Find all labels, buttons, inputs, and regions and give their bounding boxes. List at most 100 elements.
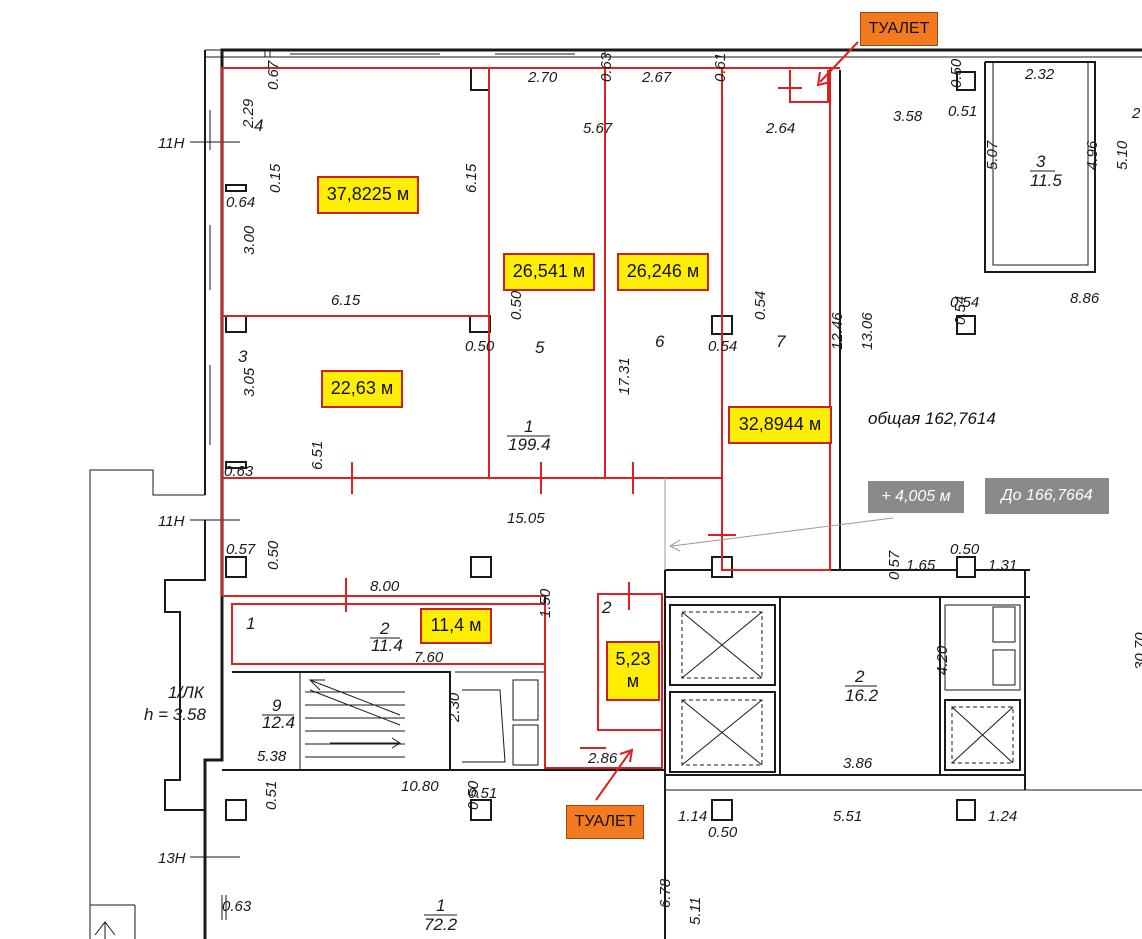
svg-text:0.50: 0.50 (465, 338, 495, 355)
svg-text:5.07: 5.07 (984, 140, 1001, 170)
svg-text:0.51: 0.51 (948, 103, 977, 120)
svg-text:3.05: 3.05 (241, 367, 258, 397)
svg-text:7: 7 (776, 332, 786, 351)
svg-text:2: 2 (601, 598, 612, 617)
dimensions: 0.67 2.29 0.15 0.64 3.00 6.15 6.15 2.70 … (222, 52, 1142, 925)
svg-text:0.63: 0.63 (224, 463, 254, 480)
axis-labels: 11Н 11Н 13Н 1/ЛК h = 3.58 (144, 135, 206, 867)
svg-text:8.86: 8.86 (1070, 290, 1100, 307)
svg-text:5: 5 (535, 338, 545, 357)
area-label-room-4: 37,8225 м (317, 176, 419, 214)
area-fractions: 1 199.4 2 11.4 3 11.5 9 12.4 2 16.2 1 72… (262, 152, 1062, 934)
svg-text:0.51: 0.51 (263, 781, 280, 810)
svg-text:2.86: 2.86 (587, 750, 618, 767)
svg-text:6.15: 6.15 (463, 163, 480, 193)
svg-text:0.50: 0.50 (708, 824, 738, 841)
svg-text:1.24: 1.24 (988, 808, 1017, 825)
svg-text:1: 1 (246, 614, 255, 633)
svg-text:3.86: 3.86 (843, 755, 873, 772)
svg-text:72.2: 72.2 (424, 915, 458, 934)
area-label-room-6: 26,246 м (617, 253, 709, 291)
svg-text:h = 3.58: h = 3.58 (144, 705, 206, 724)
svg-text:3.00: 3.00 (241, 225, 258, 255)
toilet-label-top: ТУАЛЕТ (860, 12, 938, 46)
svg-text:0.50: 0.50 (948, 58, 965, 88)
svg-text:8.00: 8.00 (370, 578, 400, 595)
svg-text:1.65: 1.65 (906, 557, 936, 574)
svg-text:12.46: 12.46 (829, 312, 846, 350)
room-numbers: 4 3 5 6 7 1 2 (238, 116, 786, 633)
svg-text:6.51: 6.51 (309, 441, 326, 470)
svg-text:5.51: 5.51 (833, 808, 862, 825)
svg-text:1.14: 1.14 (678, 808, 707, 825)
svg-text:2.30: 2.30 (446, 692, 463, 723)
svg-text:2.29: 2.29 (240, 98, 257, 129)
svg-text:0.57: 0.57 (226, 541, 256, 558)
svg-text:4: 4 (254, 116, 263, 135)
svg-text:2: 2 (1131, 105, 1141, 122)
svg-text:7.60: 7.60 (414, 649, 444, 666)
svg-text:2.67: 2.67 (641, 69, 672, 86)
svg-text:15.05: 15.05 (507, 510, 545, 527)
svg-text:11Н: 11Н (158, 513, 185, 530)
svg-text:11.4: 11.4 (371, 636, 403, 655)
building-walls (89, 48, 1142, 939)
svg-text:4.20: 4.20 (934, 645, 951, 675)
area-label-room-2: 5,23 м (606, 641, 660, 701)
svg-text:4.96: 4.96 (1084, 140, 1101, 170)
svg-text:17.31: 17.31 (616, 357, 633, 395)
svg-text:30.70: 30.70 (1132, 632, 1142, 670)
svg-text:2.64: 2.64 (765, 120, 795, 137)
area-label-room-7: 32,8944 м (728, 406, 832, 444)
svg-text:0.54: 0.54 (708, 338, 737, 355)
total-area-text: общая 162,7614 (868, 408, 996, 428)
svg-text:13Н: 13Н (158, 850, 186, 867)
svg-text:2.70: 2.70 (527, 69, 558, 86)
svg-text:5.11: 5.11 (687, 897, 704, 925)
svg-text:0.51: 0.51 (468, 785, 497, 802)
svg-text:1.31: 1.31 (988, 557, 1017, 574)
svg-text:3: 3 (238, 347, 248, 366)
svg-text:1.50: 1.50 (537, 588, 554, 618)
svg-text:0.64: 0.64 (226, 194, 255, 211)
area-label-room-5: 26,541 м (503, 253, 595, 291)
svg-text:12.4: 12.4 (262, 713, 295, 732)
svg-text:2: 2 (854, 667, 865, 686)
svg-text:5.38: 5.38 (257, 748, 287, 765)
upto-area-badge: До 166,7664 (985, 478, 1109, 514)
svg-text:6.15: 6.15 (331, 292, 361, 309)
svg-text:9: 9 (272, 696, 282, 715)
svg-text:0.50: 0.50 (465, 780, 482, 810)
svg-text:199.4: 199.4 (508, 435, 551, 454)
svg-text:0.54: 0.54 (950, 294, 979, 311)
staircase (305, 679, 405, 758)
svg-text:0.63: 0.63 (598, 52, 615, 82)
svg-text:11.5: 11.5 (1030, 171, 1062, 190)
svg-text:0.61: 0.61 (712, 53, 729, 82)
svg-text:6.78: 6.78 (657, 878, 674, 908)
svg-text:16.2: 16.2 (845, 686, 879, 705)
svg-text:0.15: 0.15 (267, 163, 284, 193)
svg-text:5.10: 5.10 (1114, 140, 1131, 170)
svg-text:1: 1 (436, 896, 445, 915)
svg-text:0.50: 0.50 (950, 541, 980, 558)
svg-text:3: 3 (1036, 152, 1046, 171)
rental-outline (221, 67, 840, 769)
columns (225, 67, 976, 821)
svg-text:11Н: 11Н (158, 135, 185, 152)
svg-text:2.32: 2.32 (1024, 66, 1055, 83)
svg-text:0.54: 0.54 (752, 291, 769, 320)
svg-text:3.58: 3.58 (893, 108, 923, 125)
svg-text:6: 6 (655, 332, 665, 351)
svg-text:0.50: 0.50 (265, 540, 282, 570)
svg-text:0.50: 0.50 (508, 290, 525, 320)
svg-text:0.67: 0.67 (265, 60, 282, 90)
svg-text:0.57: 0.57 (886, 550, 903, 580)
added-area-badge: + 4,005 м (868, 481, 964, 513)
area-label-room-1: 11,4 м (420, 608, 492, 644)
svg-text:1/ЛК: 1/ЛК (168, 683, 205, 702)
svg-text:13.06: 13.06 (859, 312, 876, 350)
elevator-shafts (669, 604, 1021, 773)
svg-text:2: 2 (379, 619, 390, 638)
